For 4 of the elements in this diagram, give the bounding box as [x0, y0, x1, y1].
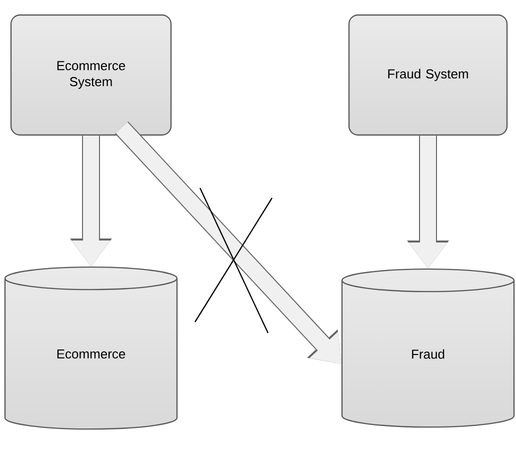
database-cylinder: Ecommerce — [4, 266, 178, 430]
database-cylinder: Fraud — [341, 268, 515, 428]
process-box: Fraud System — [348, 14, 508, 136]
process-box: Ecommerce System — [10, 14, 172, 136]
